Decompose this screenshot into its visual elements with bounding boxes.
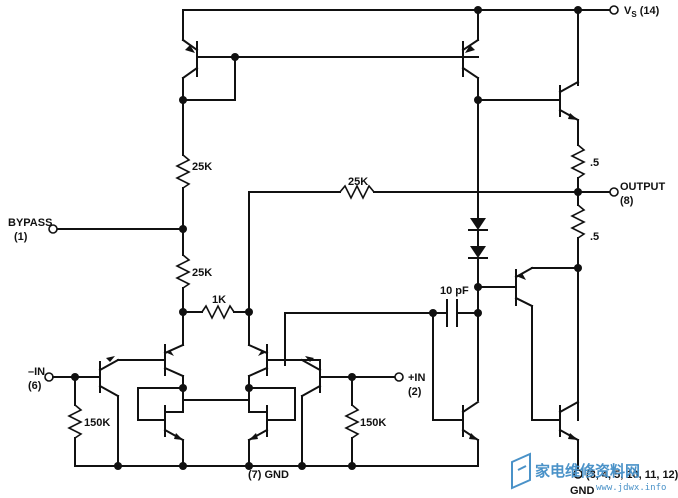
- diode-2: [470, 246, 486, 258]
- minus-in-label: –IN: [28, 366, 45, 378]
- input-stage-right: [182, 343, 404, 470]
- output-stage: [477, 80, 619, 456]
- r-out-upper-label: .5: [590, 157, 599, 169]
- c-comp-label: 10 pF: [440, 285, 469, 297]
- r-25k-lower-label: 25K: [192, 267, 212, 279]
- input-stage-left: [44, 343, 187, 470]
- ground-bus: [74, 454, 583, 479]
- compensation-capacitor: [284, 299, 480, 467]
- bias-network: [48, 154, 579, 346]
- gnd-right-label: GND: [570, 485, 595, 497]
- diode-1: [470, 218, 486, 230]
- plus-in-label: +IN: [408, 372, 425, 384]
- output-pin-label: (8): [620, 195, 634, 207]
- bypass-pin-label: (1): [14, 231, 28, 243]
- bias-diodes: [468, 199, 488, 401]
- watermark: 家电维修资料网 www.jdwx.info: [511, 452, 666, 493]
- watermark-text: 家电维修资料网: [535, 462, 640, 480]
- bypass-label: BYPASS: [8, 217, 52, 229]
- plus-in-pin-label: (2): [408, 386, 422, 398]
- r-25k-upper-label: 25K: [192, 161, 212, 173]
- minus-in-pin-label: (6): [28, 380, 42, 392]
- supply-rail: [182, 5, 619, 86]
- vs-label: VS(14): [624, 5, 660, 19]
- plus-in-terminal[interactable]: [394, 372, 404, 382]
- r-1k-label: 1K: [212, 294, 226, 306]
- gnd-terminal[interactable]: [573, 469, 583, 479]
- vs-terminal[interactable]: [609, 5, 619, 15]
- output-label: OUTPUT: [620, 181, 666, 193]
- output-terminal[interactable]: [609, 187, 619, 197]
- current-mirror: [179, 38, 561, 201]
- r-25k-feedback-label: 25K: [348, 176, 368, 188]
- r-150k-left-label: 150K: [84, 417, 110, 429]
- gnd-center-label: (7) GND: [248, 469, 289, 481]
- r-150k-right-label: 150K: [360, 417, 386, 429]
- watermark-logo-icon: [511, 452, 531, 490]
- watermark-url: www.jdwx.info: [596, 483, 666, 493]
- bypass-terminal[interactable]: [48, 224, 58, 234]
- r-out-lower-label: .5: [590, 231, 599, 243]
- minus-in-terminal[interactable]: [44, 372, 54, 382]
- gnd-pins-label: (3, 4, 5, 10, 11, 12): [586, 469, 678, 481]
